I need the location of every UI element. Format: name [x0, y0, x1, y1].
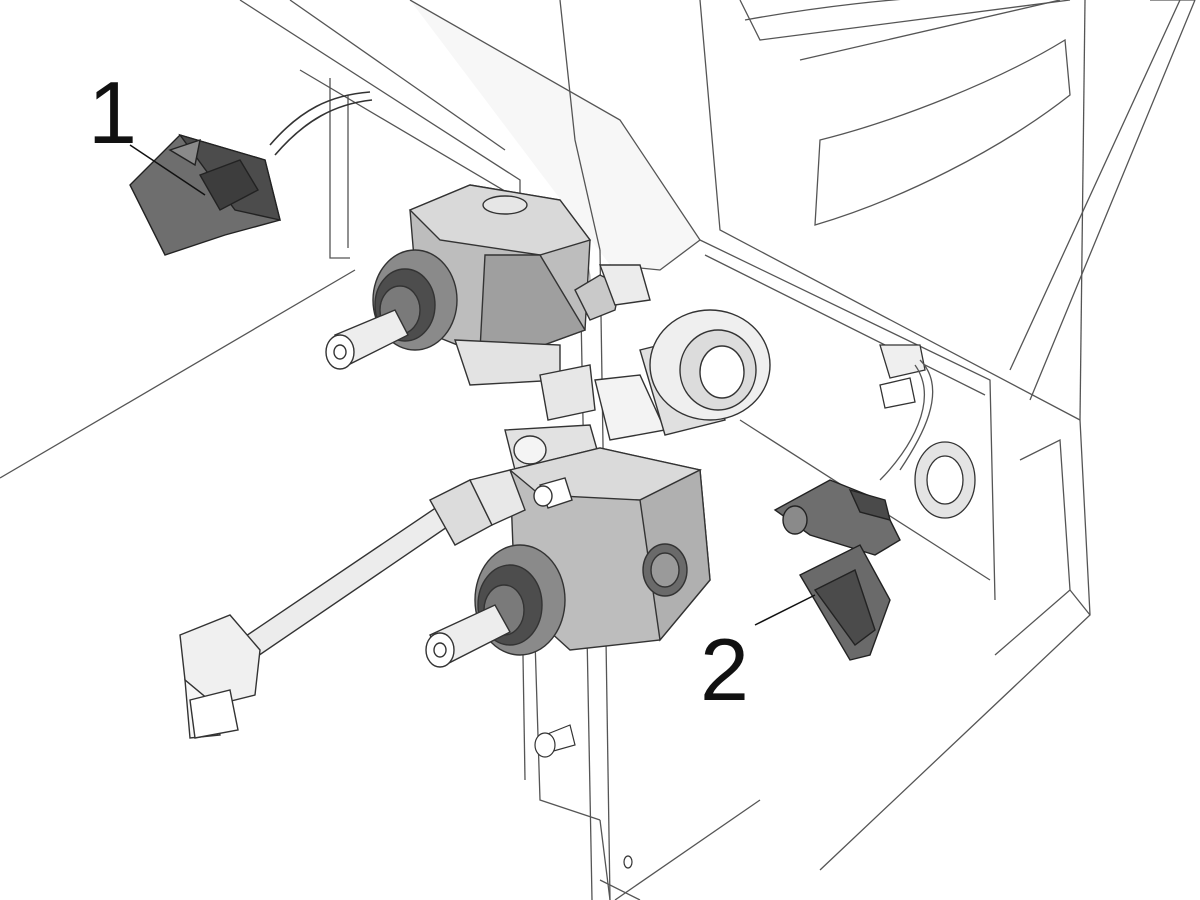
outlet-pipe	[179, 469, 526, 739]
leader-line-1	[129, 144, 206, 196]
central-fittings	[504, 309, 771, 471]
lower-solenoid-valve	[425, 447, 711, 668]
upper-solenoid-valve	[325, 184, 651, 386]
leader-lines	[129, 144, 816, 626]
callout-1: 1	[88, 63, 137, 162]
temperature-sensor-1	[129, 91, 373, 256]
leader-line-2	[754, 594, 816, 626]
cable-gland	[879, 344, 976, 519]
callout-2: 2	[700, 620, 749, 719]
screw-icon	[534, 724, 633, 869]
temperature-sensor-2	[773, 479, 901, 661]
